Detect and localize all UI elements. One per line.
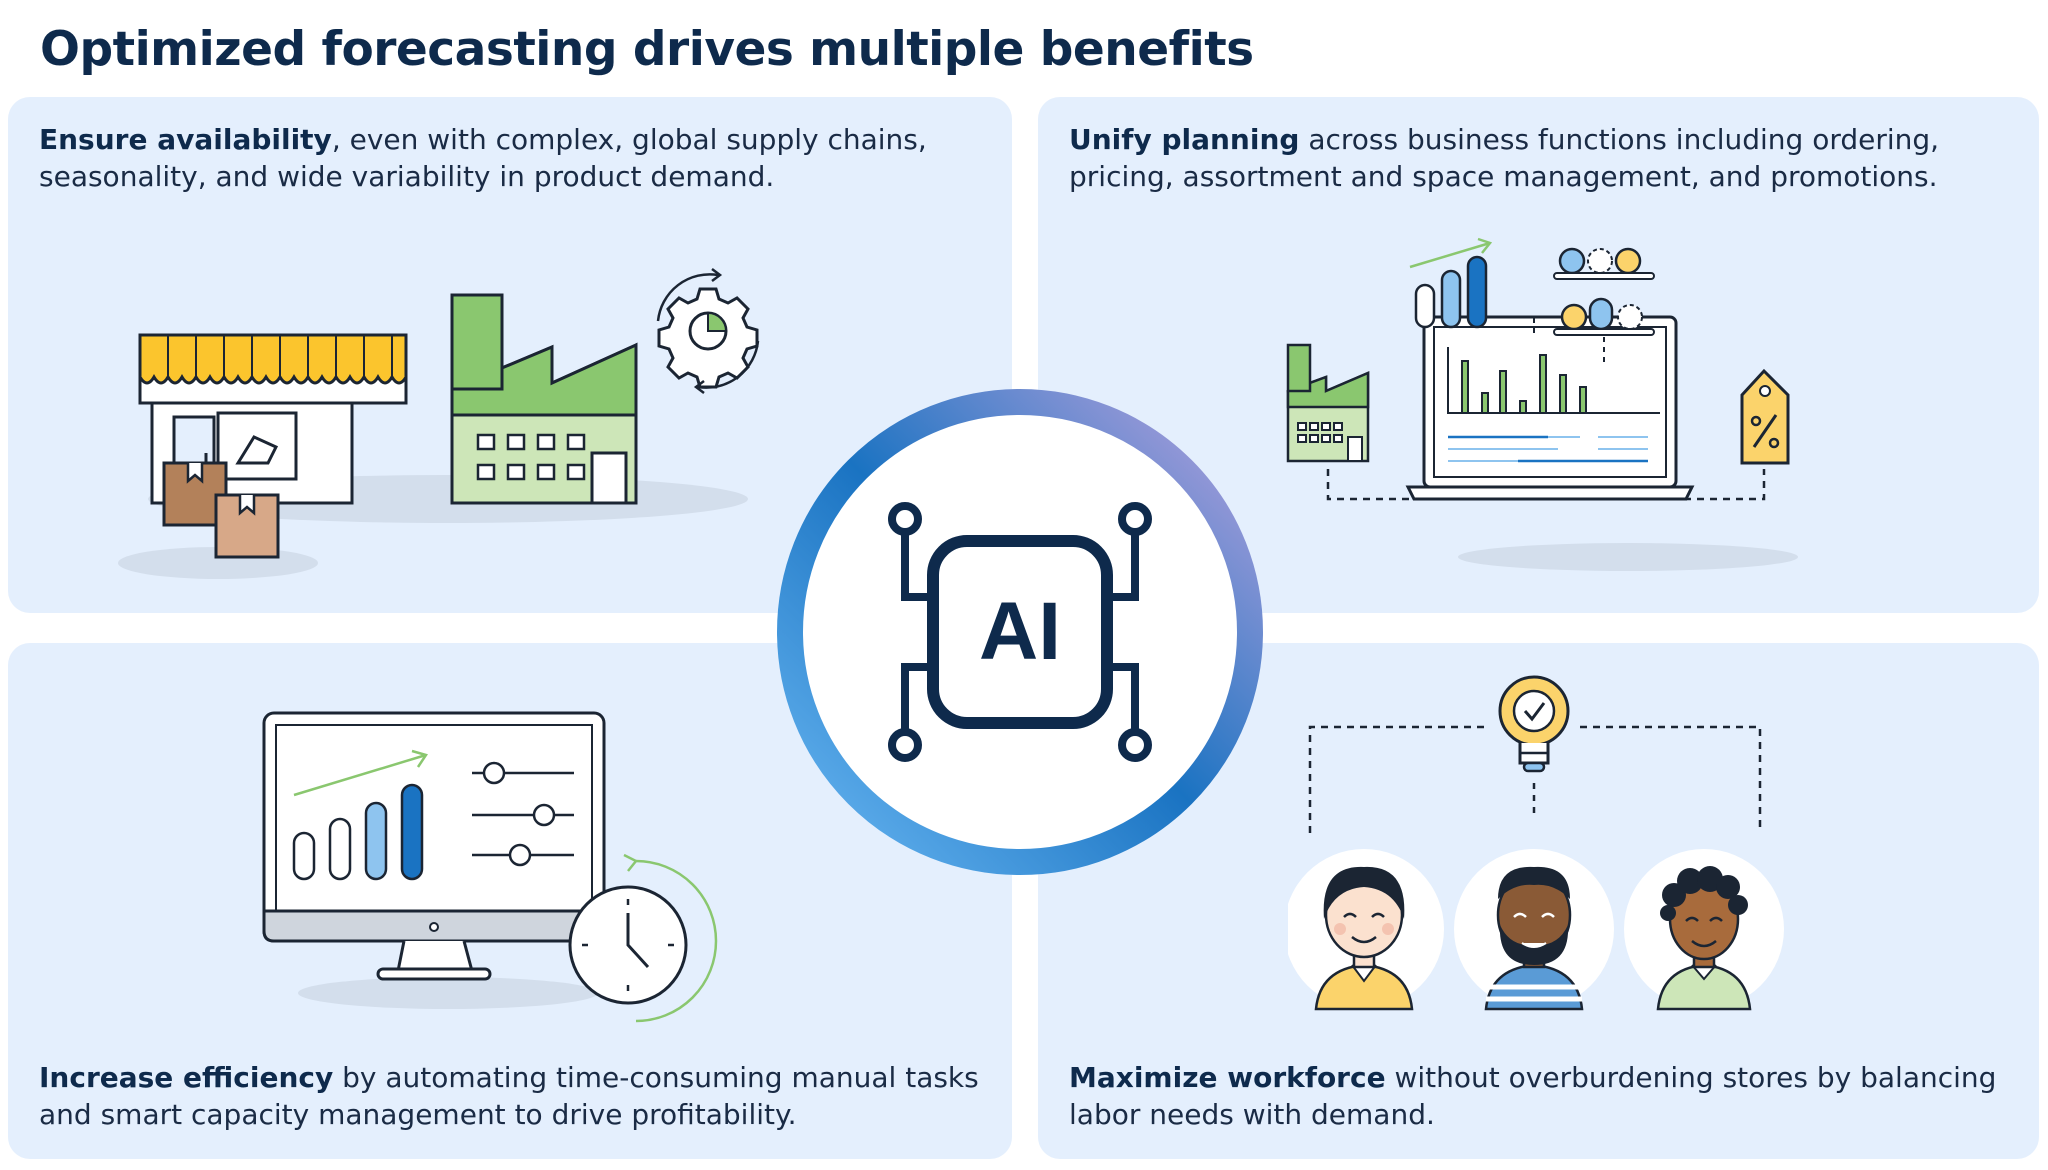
- gear-icon: [656, 268, 760, 394]
- workforce-illustration: [1288, 675, 1784, 1011]
- benefit-caption: Maximize workforce without overburdening…: [1069, 1059, 2009, 1133]
- planning-illustration: [1286, 237, 1798, 571]
- page-title: Optimized forecasting drives multiple be…: [40, 22, 1254, 77]
- benefit-caption: Increase efficiency by automating time-c…: [39, 1059, 979, 1133]
- benefit-text: , even with complex, global supply chain…: [39, 123, 927, 193]
- benefit-heading: Increase efficiency: [39, 1061, 334, 1094]
- benefit-text: by automating time-consuming manual task…: [39, 1061, 979, 1131]
- person-icon: [1288, 849, 1444, 1011]
- person-icon: [1454, 849, 1614, 1011]
- benefit-heading: Maximize workforce: [1069, 1061, 1386, 1094]
- benefit-card-availability: Ensure availability, even with complex, …: [8, 97, 1012, 613]
- hub-label: AI: [979, 586, 1061, 677]
- lightbulb-icon: [1498, 675, 1570, 773]
- boxes-icon: [162, 461, 280, 559]
- ai-hub: AI: [777, 389, 1263, 875]
- bar-chart-icon: [1409, 237, 1493, 329]
- shelf-icon: [1553, 247, 1655, 336]
- hub-ring: [777, 389, 1263, 875]
- benefit-text: across business functions including orde…: [1069, 123, 1940, 193]
- benefit-caption: Unify planning across business functions…: [1069, 121, 2009, 195]
- benefit-caption: Ensure availability, even with complex, …: [39, 121, 979, 195]
- benefit-heading: Unify planning: [1069, 123, 1300, 156]
- store-icon: [138, 333, 408, 505]
- price-tag-icon: [1740, 368, 1790, 465]
- benefit-text: without overburdening stores by balancin…: [1069, 1061, 1997, 1131]
- availability-illustration: [118, 268, 760, 579]
- monitor-chart-icon: [262, 711, 606, 981]
- ai-chip-icon: [888, 502, 1152, 762]
- benefit-card-efficiency: Increase efficiency by automating time-c…: [8, 643, 1012, 1159]
- factory-icon: [450, 293, 638, 505]
- efficiency-illustration: [262, 711, 718, 1023]
- person-icon: [1624, 849, 1784, 1011]
- clock-icon: [568, 853, 718, 1023]
- sliders-icon: [472, 761, 574, 867]
- factory-icon: [1286, 343, 1370, 463]
- laptop-chart-icon: [1405, 315, 1695, 501]
- benefit-heading: Ensure availability: [39, 123, 332, 156]
